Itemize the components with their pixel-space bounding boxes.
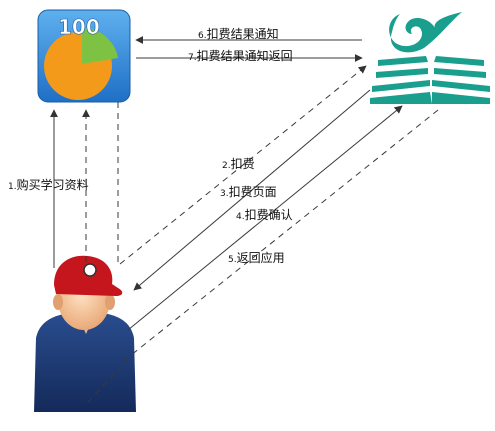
- step-2-label: 2.扣费: [222, 157, 255, 171]
- step-3-label: 3.扣费页面: [220, 185, 277, 199]
- arrows: [50, 36, 439, 405]
- education-logo-icon: [370, 12, 490, 104]
- arrow-3: [133, 89, 371, 291]
- step-4-label: 4.扣费确认: [236, 208, 293, 222]
- user-shirt: [34, 312, 136, 412]
- step-6-label: 6.扣费结果通知: [198, 27, 279, 41]
- app-100-icon: 100: [37, 9, 131, 103]
- step-1-label: 1.购买学习资料: [8, 177, 89, 192]
- step-labels: 1.购买学习资料 2.扣费 3.扣费页面 4.扣费确认 5.返回应用 6.扣费结…: [8, 27, 293, 265]
- user-avatar-icon: [34, 255, 136, 412]
- step-7-label: 7.扣费结果通知返回: [188, 49, 293, 63]
- arrow-2: [119, 65, 367, 265]
- arrow-5-tail: [85, 365, 123, 405]
- pie-green-slice: [82, 27, 118, 64]
- arrow-4: [127, 105, 403, 331]
- app-icon-text: 100: [58, 15, 100, 39]
- arrow-5: [119, 109, 439, 365]
- step-5-label: 5.返回应用: [228, 250, 285, 265]
